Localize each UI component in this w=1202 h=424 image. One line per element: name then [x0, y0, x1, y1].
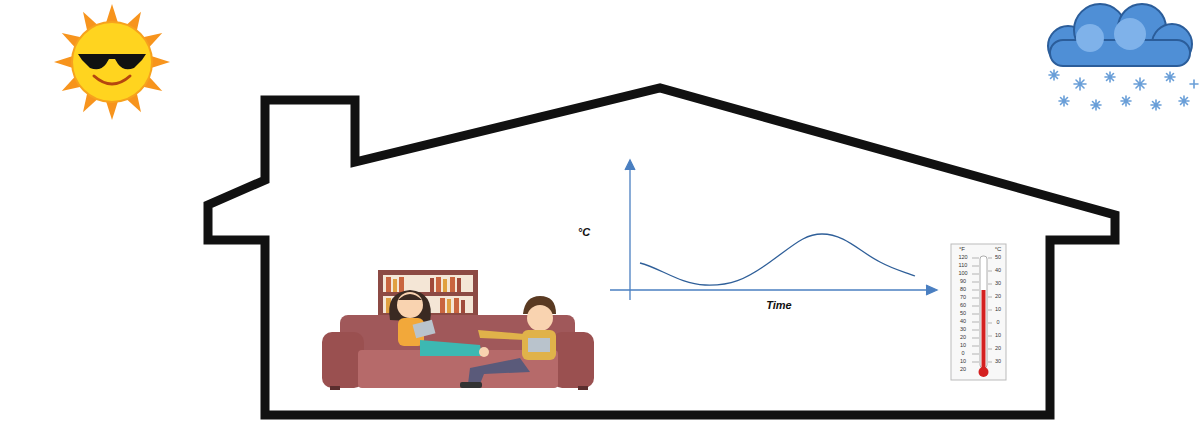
- scale-number: 100: [958, 271, 967, 277]
- couch-scene: [322, 270, 594, 390]
- scale-number: 120: [958, 255, 967, 261]
- scale-number: 10: [960, 343, 966, 349]
- scale-number: 30: [995, 359, 1001, 365]
- scale-number: 0: [996, 320, 999, 326]
- axis-label: °C: [578, 227, 590, 238]
- sun-icon: [54, 4, 170, 120]
- thermometer-icon: [951, 244, 1006, 380]
- scale-number: 30: [995, 281, 1001, 287]
- temperature-chart: [610, 160, 937, 300]
- snow-cloud-icon: [1048, 4, 1198, 110]
- scale-number: 20: [995, 294, 1001, 300]
- scale-number: 20: [995, 346, 1001, 352]
- scale-number: 80: [960, 287, 966, 293]
- scale-number: 50: [960, 311, 966, 317]
- scale-number: 20: [960, 367, 966, 373]
- scale-number: 40: [960, 319, 966, 325]
- scale-unit: °F: [959, 246, 965, 252]
- scale-number: 10: [960, 359, 966, 365]
- scale-number: 90: [960, 279, 966, 285]
- scale-number: 10: [995, 333, 1001, 339]
- scale-number: 0: [961, 351, 964, 357]
- scale-number: 110: [959, 263, 968, 269]
- house-outline: [208, 88, 1115, 415]
- scale-number: 30: [960, 327, 966, 333]
- scale-number: 50: [995, 255, 1001, 261]
- axis-label: Time: [766, 300, 791, 311]
- scale-number: 10: [995, 307, 1001, 313]
- scale-unit: °C: [995, 246, 1002, 252]
- scale-number: 40: [995, 268, 1001, 274]
- scale-number: 20: [960, 335, 966, 341]
- scale-number: 70: [960, 295, 966, 301]
- scale-number: 60: [960, 303, 966, 309]
